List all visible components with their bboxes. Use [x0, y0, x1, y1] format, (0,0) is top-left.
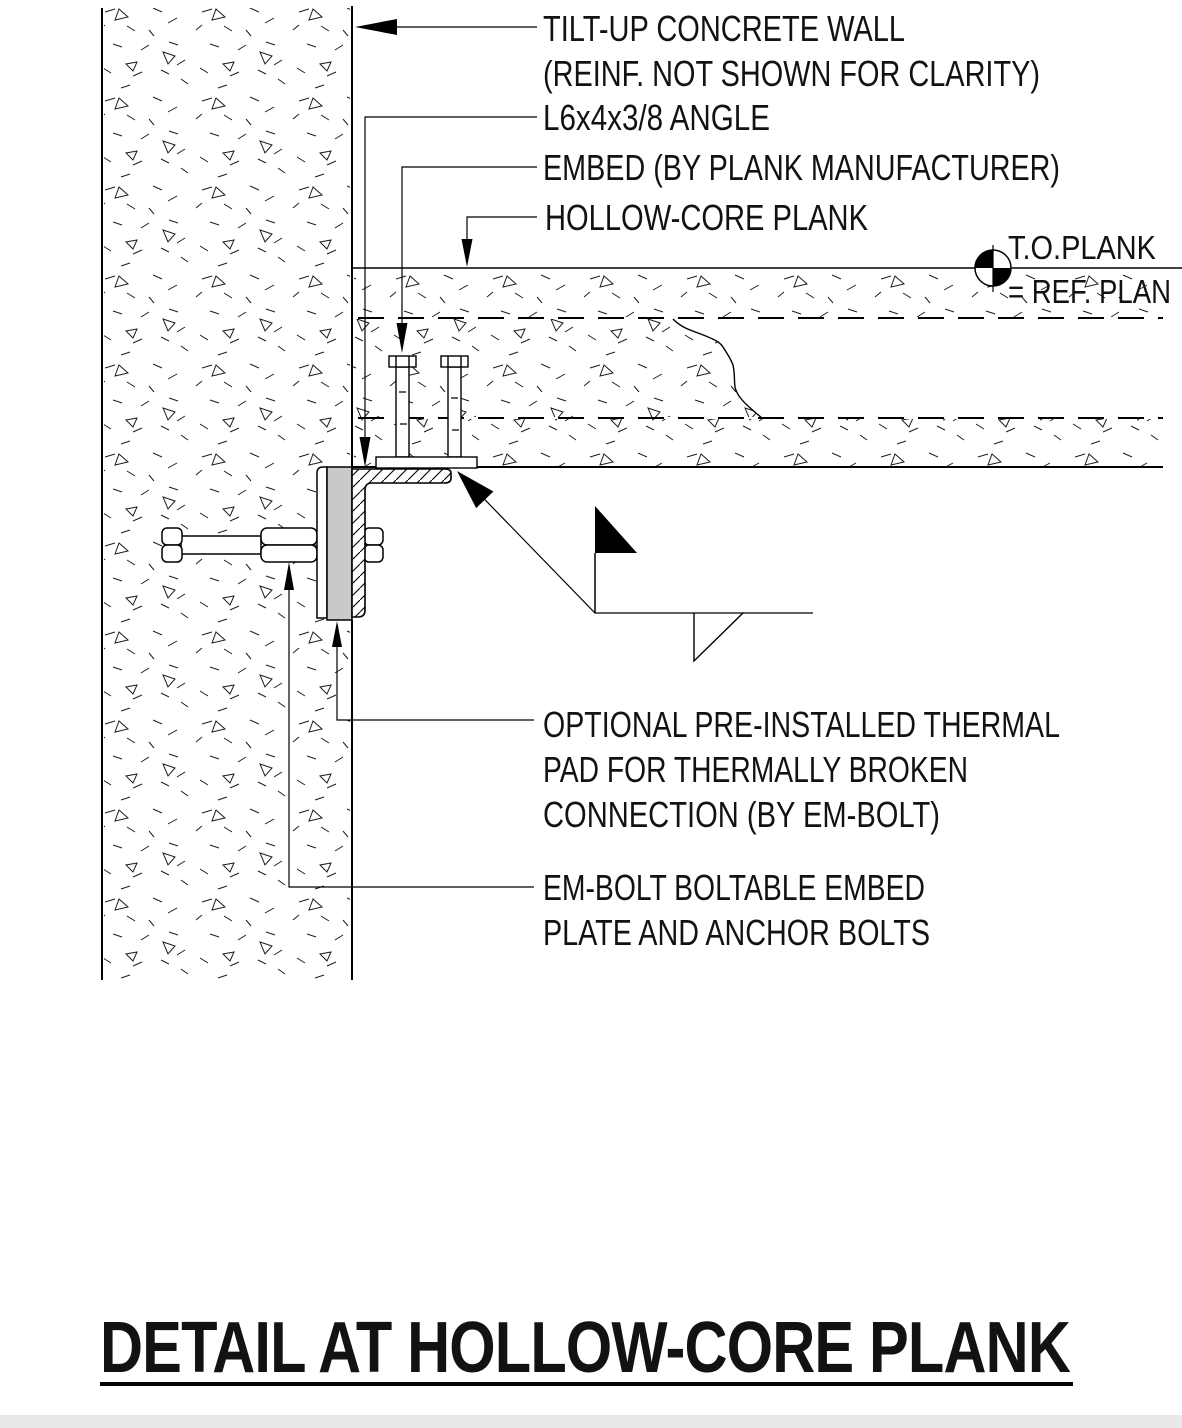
plank-top-flange-texture	[354, 270, 1162, 317]
label-thermal-line1: OPTIONAL PRE-INSTALLED THERMAL	[543, 704, 1060, 745]
plank-embed-plate	[375, 456, 478, 469]
label-thermal-line3: CONNECTION (BY EM-BOLT)	[543, 794, 940, 835]
callout-labels: TILT-UP CONCRETE WALL (REINF. NOT SHOWN …	[543, 8, 1060, 953]
anchor-bolt-shank	[180, 535, 262, 555]
page-edge-bar	[0, 1415, 1182, 1428]
title-block: DETAIL AT HOLLOW-CORE PLANK	[100, 1308, 1073, 1388]
stud-head-facets	[395, 356, 462, 367]
arrowhead-hollow-core-icon	[461, 239, 473, 267]
headed-stud-head-right	[440, 355, 469, 368]
drawing-title: DETAIL AT HOLLOW-CORE PLANK	[100, 1308, 1071, 1388]
steel-angle	[351, 468, 452, 618]
leader-thermal-pad	[336, 645, 534, 721]
thermal-pad	[326, 466, 353, 621]
leader-angle	[364, 116, 537, 441]
arrowhead-angle-icon	[359, 437, 371, 467]
tilt-up-concrete-wall	[101, 6, 353, 980]
grout-break-line	[672, 318, 763, 419]
anchor-bolt-assembly	[161, 527, 384, 563]
leader-em-bolt	[288, 589, 534, 888]
weld-symbol	[457, 471, 813, 663]
label-embed: EMBED (BY PLANK MANUFACTURER)	[543, 147, 1060, 188]
fillet-weld-triangle-icon	[693, 612, 744, 663]
arrowhead-em-bolt-icon	[284, 562, 294, 590]
elevation-target-quadrants-icon	[975, 250, 1011, 286]
anchor-coupler-top	[260, 527, 318, 546]
label-hollow-core: HOLLOW-CORE PLANK	[545, 197, 868, 238]
callout-leaders	[288, 26, 537, 888]
label-tilt-up-line2: (REINF. NOT SHOWN FOR CLARITY)	[543, 53, 1040, 94]
wall-concrete-texture	[104, 8, 350, 980]
plank-bottom-flange-texture	[354, 419, 1162, 466]
leader-hollow-core	[466, 216, 537, 240]
angle-bolt-nut-bottom	[363, 544, 384, 563]
headed-stud-shank-left	[395, 366, 410, 458]
label-em-bolt-line1: EM-BOLT BOLTABLE EMBED	[543, 867, 925, 908]
label-em-bolt-line2: PLATE AND ANCHOR BOLTS	[543, 912, 930, 953]
label-thermal-line2: PAD FOR THERMALLY BROKEN	[543, 749, 968, 790]
arrowhead-embed-icon	[396, 323, 408, 353]
angle-bolt-nut-top	[363, 527, 384, 546]
headed-stud-head-left	[388, 355, 417, 368]
em-bolt-embed-plate	[316, 466, 328, 619]
angle-section-outline	[351, 468, 452, 618]
weld-leader-line	[458, 472, 813, 614]
callout-arrowheads	[284, 19, 473, 647]
field-weld-flag-icon	[595, 506, 637, 553]
elevation-marker: T.O.PLANK = REF. PLAN	[974, 229, 1171, 310]
stud-thread-ticks	[399, 391, 459, 431]
arrowhead-tilt-up-icon	[355, 19, 397, 35]
headed-stud-shank-right	[447, 366, 462, 458]
anchor-bolt-head-bottom	[161, 544, 183, 563]
anchor-bolt-head-top	[161, 527, 183, 546]
arrowhead-thermal-pad-icon	[332, 621, 342, 647]
label-tilt-up-line1: TILT-UP CONCRETE WALL	[543, 8, 905, 49]
to-plank-label: T.O.PLANK	[1008, 229, 1156, 266]
label-angle: L6x4x3/8 ANGLE	[543, 97, 770, 138]
weld-arrowhead-icon	[457, 471, 494, 509]
plank-embed-assembly	[375, 355, 478, 469]
ref-plan-label: = REF. PLAN	[1008, 273, 1171, 310]
leader-embed	[401, 166, 537, 324]
wall-edge-lines	[101, 6, 353, 980]
anchor-coupler-bottom	[260, 544, 318, 563]
